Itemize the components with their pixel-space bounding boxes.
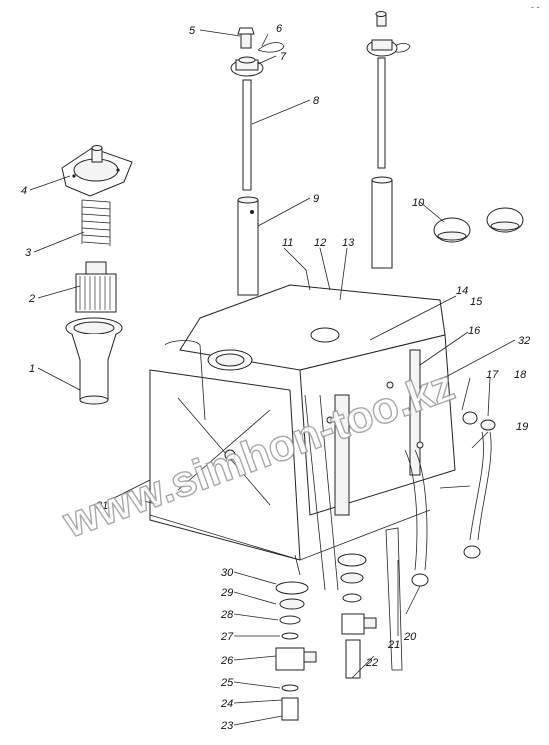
strainer-cup-part [65, 317, 123, 405]
spring-part [81, 199, 111, 246]
part-label-9: 9 [313, 193, 319, 205]
tank-caps-part [433, 207, 524, 243]
part-label-26: 26 [220, 655, 234, 667]
part-label-32: 32 [518, 335, 530, 347]
part-label-16: 16 [468, 325, 481, 337]
part-label-27: 27 [220, 631, 234, 643]
part-label-19: 19 [516, 421, 528, 433]
part-label-15: 15 [470, 296, 483, 308]
part-label-12: 12 [314, 237, 326, 249]
part-label-5: 5 [189, 25, 196, 37]
part-label-23: 23 [220, 720, 234, 732]
part-label-13: 13 [342, 237, 355, 249]
part-label-4: 4 [21, 185, 27, 197]
part-label-22: 22 [365, 657, 378, 669]
sender-assembly-right [366, 11, 411, 269]
leader-lines [29, 29, 516, 726]
part-label-10: 10 [412, 197, 425, 209]
part-label-24: 24 [220, 698, 233, 710]
part-label-25: 25 [220, 677, 234, 689]
part-label-6: 6 [276, 23, 283, 35]
part-label-20: 20 [403, 631, 417, 643]
part-label-14: 14 [456, 285, 468, 297]
part-labels: 1 2 3 4 5 6 7 8 9 10 11 12 13 14 15 16 1… [21, 23, 530, 732]
hose-fittings-right [385, 411, 496, 671]
part-label-17: 17 [486, 369, 499, 381]
part-label-28: 28 [220, 609, 234, 621]
sender-assembly-left [230, 27, 285, 296]
part-label-30: 30 [221, 567, 234, 579]
part-label-8: 8 [313, 95, 320, 107]
part-label-29: 29 [220, 587, 233, 599]
part-label-1: 1 [29, 363, 35, 375]
part-label-7: 7 [280, 51, 287, 63]
part-label-21: 21 [387, 639, 400, 651]
drain-fitting-stack-right [337, 553, 377, 679]
part-label-31: 31 [96, 500, 108, 512]
filter-element-part [75, 261, 117, 313]
part-label-3: 3 [25, 247, 32, 259]
filter-cover-part [61, 145, 133, 197]
fuel-tank-body [139, 284, 456, 591]
part-label-2: 2 [28, 293, 35, 305]
drain-fitting-stack-left [275, 581, 317, 721]
corner-mark: - - [531, 2, 540, 12]
part-label-18: 18 [514, 369, 527, 381]
part-label-11: 11 [282, 237, 293, 249]
